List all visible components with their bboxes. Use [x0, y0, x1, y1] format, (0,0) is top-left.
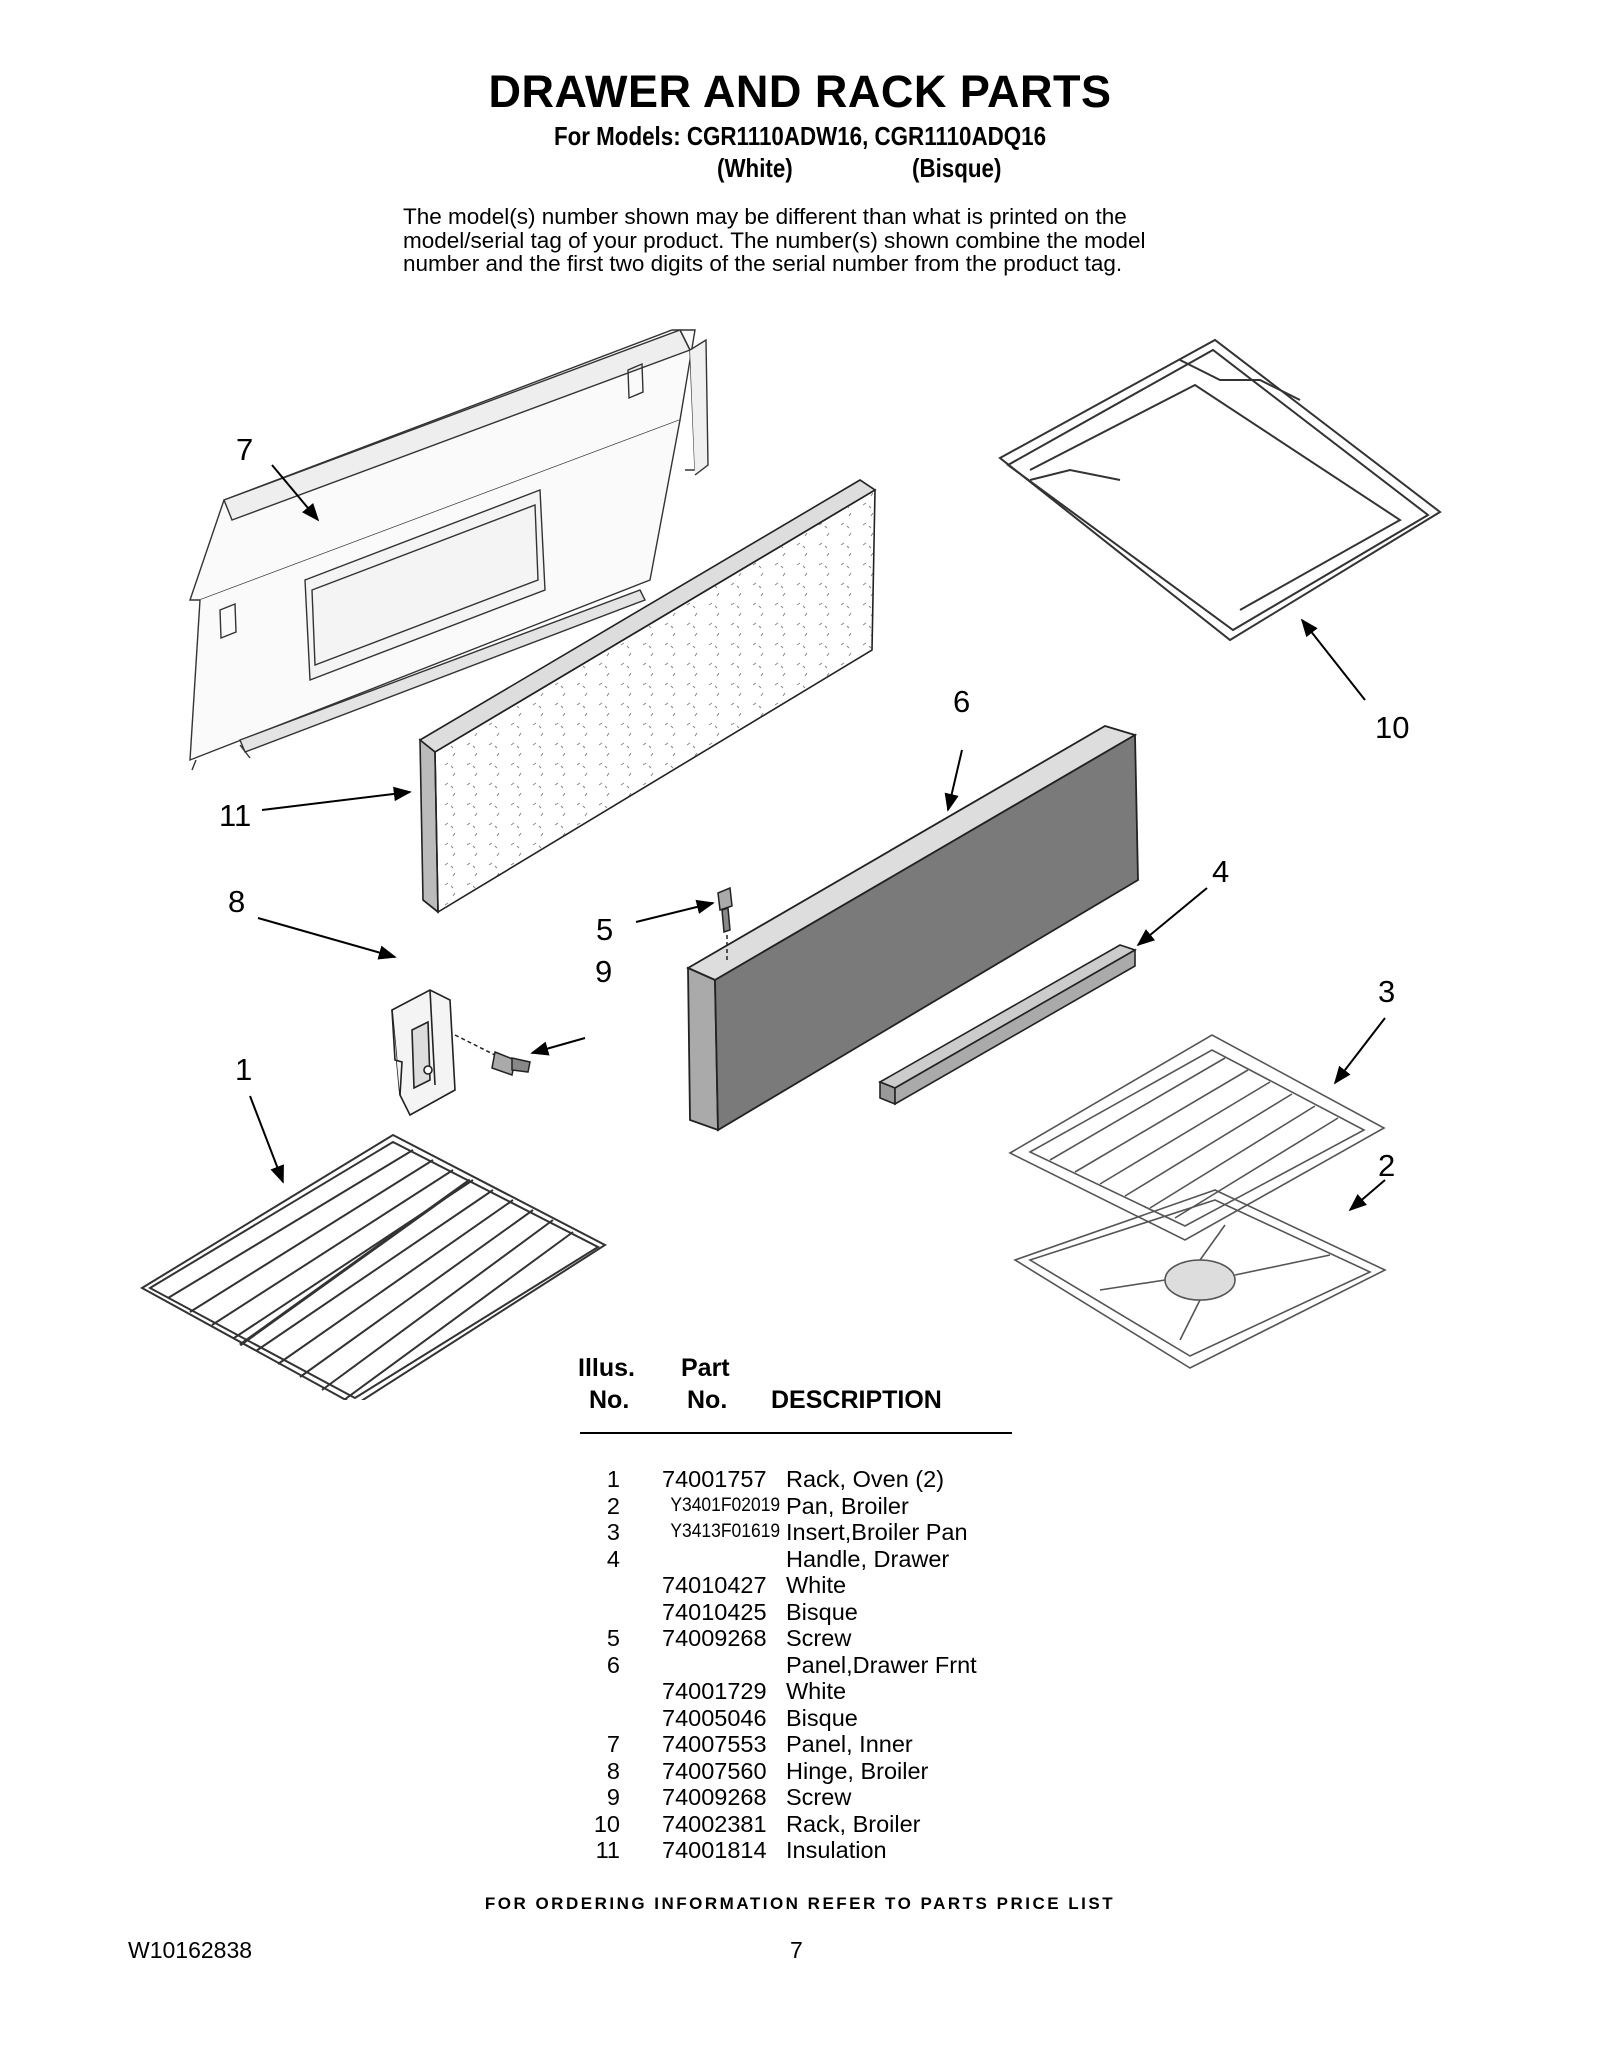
part-no-cell: Y3401F02019	[670, 1494, 781, 1516]
description-cell: Panel,Drawer Frnt	[786, 1651, 977, 1678]
illus-no-cell: 3	[606, 1519, 620, 1545]
ordering-footer: FOR ORDERING INFORMATION REFER TO PARTS …	[484, 1894, 1116, 1913]
part-no-cell: 74002381	[662, 1810, 767, 1837]
broiler-hinge-drawing	[391, 989, 456, 1117]
inner-panel-drawing	[189, 329, 709, 771]
callout-2: 2	[1378, 1148, 1395, 1183]
callout-10: 10	[1375, 710, 1409, 745]
broiler-pan-insert-drawing	[1008, 1034, 1386, 1241]
header-part-line1: Part	[681, 1354, 730, 1382]
illus-no-cell: 5	[606, 1625, 620, 1651]
description-cell: Screw	[786, 1625, 852, 1651]
part-no-cell: 74007560	[662, 1757, 767, 1784]
screw-5-drawing	[717, 886, 733, 960]
illus-no-cell: 2	[606, 1492, 620, 1519]
description-cell: Bisque	[786, 1598, 858, 1625]
illus-no-cell: 4	[606, 1545, 620, 1572]
callout-1: 1	[235, 1052, 252, 1087]
illus-no-cell: 8	[606, 1757, 620, 1784]
callout-6: 6	[953, 684, 970, 719]
description-cell: Panel, Inner	[786, 1731, 913, 1757]
drawer-front-panel-drawing	[686, 725, 1139, 1132]
screw-9-drawing	[454, 1034, 531, 1076]
page-number: 7	[790, 1937, 803, 1963]
callout-7: 7	[236, 432, 253, 467]
illus-no-cell: 10	[593, 1810, 620, 1837]
callout-4: 4	[1212, 854, 1229, 889]
note-line: model/serial tag of your product. The nu…	[403, 227, 1146, 253]
oven-rack-drawing	[140, 1133, 607, 1400]
description-cell: Bisque	[786, 1704, 858, 1731]
color-bisque-label: (Bisque)	[912, 153, 1002, 183]
description-cell: Hinge, Broiler	[786, 1757, 929, 1784]
part-no-cell: 74010425	[662, 1598, 767, 1625]
page-title: DRAWER AND RACK PARTS	[488, 66, 1112, 117]
illus-no-cell: 11	[595, 1837, 620, 1863]
callout-8: 8	[228, 884, 245, 919]
callout-11: 11	[219, 798, 251, 833]
part-no-cell: 74005046	[662, 1704, 767, 1731]
description-cell: Pan, Broiler	[786, 1492, 909, 1519]
description-cell: Rack, Broiler	[786, 1810, 921, 1837]
description-cell: Handle, Drawer	[786, 1545, 950, 1572]
model-number-note: The model(s) number shown may be differe…	[403, 205, 1263, 276]
drawer-handle-drawing	[878, 944, 1137, 1106]
callout-leaders	[249, 464, 1386, 1212]
header-rule	[580, 1432, 1012, 1434]
broiler-pan-drawing	[1013, 1189, 1387, 1369]
part-no-cell: 74001814	[662, 1837, 767, 1863]
part-no-cell: 74001757	[662, 1466, 767, 1492]
document-number: W10162838	[128, 1937, 253, 1963]
illus-no-cell: 9	[606, 1784, 620, 1810]
part-no-cell: Y3413F01619	[670, 1521, 781, 1542]
header-illus-line1: Illus.	[578, 1354, 635, 1382]
exploded-parts-diagram: 7 10 11 6 4 5 8 9 3 2 1	[140, 329, 1442, 1400]
description-cell: Insulation	[786, 1837, 887, 1863]
part-no-cell: 74009268	[662, 1625, 767, 1651]
insulation-drawing	[418, 479, 877, 914]
illus-no-cell: 1	[606, 1466, 620, 1492]
description-cell: Screw	[786, 1784, 852, 1810]
description-cell: Insert,Broiler Pan	[786, 1519, 968, 1545]
description-cell: White	[786, 1678, 847, 1704]
header-description: DESCRIPTION	[771, 1386, 942, 1414]
description-cell: White	[786, 1572, 847, 1598]
note-line: number and the first two digits of the s…	[403, 251, 1123, 276]
part-no-cell: 74009268	[662, 1784, 767, 1810]
illus-no-cell: 6	[606, 1651, 620, 1678]
description-cell: Rack, Oven (2)	[786, 1466, 945, 1492]
part-no-cell: 74001729	[662, 1678, 767, 1704]
header-illus-line2: No.	[589, 1386, 630, 1414]
broiler-rack-drawing	[998, 338, 1442, 642]
callout-3: 3	[1378, 974, 1395, 1009]
note-line: The model(s) number shown may be differe…	[403, 204, 1127, 229]
illus-no-cell: 7	[606, 1731, 620, 1757]
callout-9: 9	[595, 954, 612, 989]
callout-5: 5	[596, 912, 613, 947]
models-line: For Models: CGR1110ADW16, CGR1110ADQ16	[553, 121, 1047, 151]
header-part-line2: No.	[687, 1386, 728, 1414]
part-no-cell: 74007553	[662, 1731, 767, 1757]
color-white-label: (White)	[717, 153, 793, 183]
part-no-cell: 74010427	[662, 1572, 767, 1598]
